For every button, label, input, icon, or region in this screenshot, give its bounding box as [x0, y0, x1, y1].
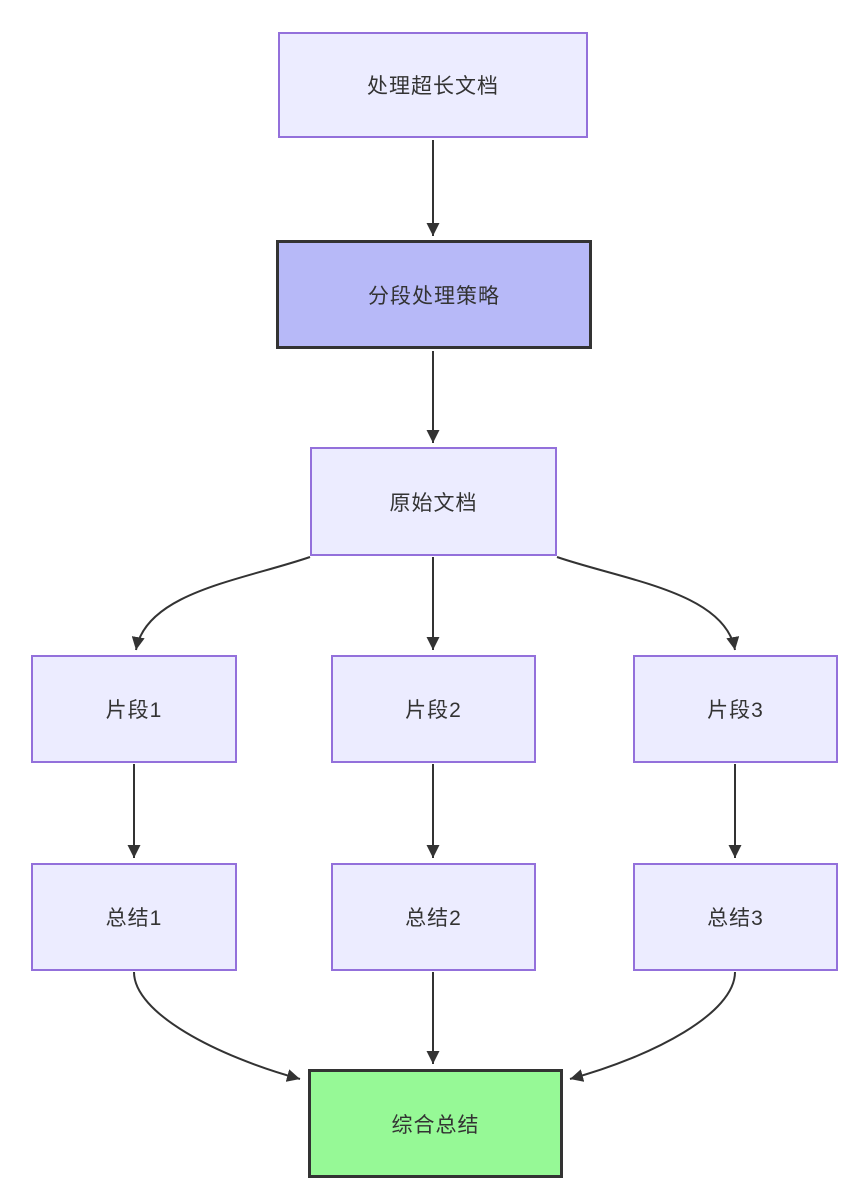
node-label: 总结3: [707, 907, 764, 930]
node-label: 综合总结: [391, 1113, 480, 1137]
node-label: 处理超长文档: [367, 75, 499, 98]
edge-source-to-chunk3: [556, 556, 740, 651]
node-label: 原始文档: [389, 491, 478, 515]
node-label: 片段2: [405, 699, 462, 722]
node-label: 总结1: [105, 907, 163, 930]
node-label: 总结2: [405, 907, 462, 930]
node-segmentation-strategy: 分段处理策略: [276, 240, 592, 349]
node-summary-2: 总结2: [331, 863, 536, 971]
node-label: 片段3: [707, 699, 764, 722]
node-summary-1: 总结1: [31, 863, 237, 971]
node-label: 分段处理策略: [368, 284, 500, 308]
node-process-long-document: 处理超长文档: [278, 32, 588, 138]
edge-source-to-chunk1: [131, 556, 311, 651]
edge-summary3-to-final: [569, 971, 736, 1082]
node-original-document: 原始文档: [310, 447, 557, 556]
edge-summary1-to-final: [133, 971, 301, 1082]
node-label: 片段1: [105, 699, 163, 722]
node-fragment-3: 片段3: [633, 655, 838, 763]
node-summary-3: 总结3: [633, 863, 838, 971]
node-fragment-1: 片段1: [31, 655, 237, 763]
node-fragment-2: 片段2: [331, 655, 536, 763]
node-final-summary: 综合总结: [308, 1069, 563, 1178]
